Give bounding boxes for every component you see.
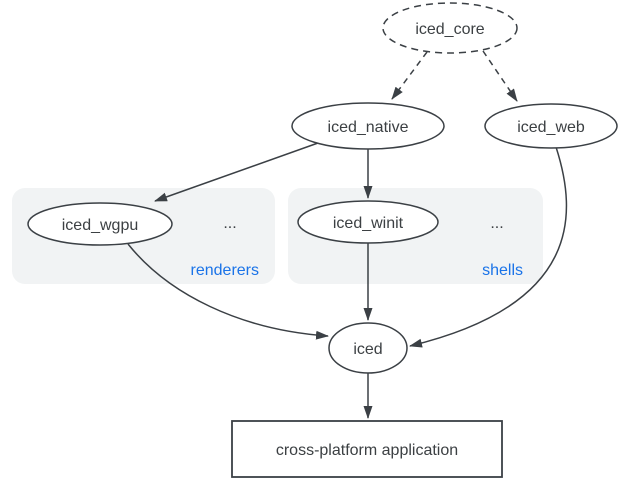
iced-ellipse bbox=[328, 322, 408, 374]
node-iced-native: iced_native bbox=[291, 102, 445, 150]
edge-iced-wgpu-to-iced bbox=[127, 243, 329, 340]
edge-iced-core-to-iced-web bbox=[482, 50, 518, 102]
iced-label: iced bbox=[353, 341, 382, 358]
renderers-cluster-label: renderers bbox=[191, 262, 259, 279]
node-iced-web: iced_web bbox=[484, 103, 618, 149]
application-rect bbox=[231, 420, 503, 478]
iced-web-label: iced_web bbox=[517, 119, 585, 136]
iced-wgpu-label: iced_wgpu bbox=[62, 217, 139, 234]
shells-ellipsis: ... bbox=[490, 215, 503, 232]
node-iced-wgpu: iced_wgpu bbox=[27, 202, 173, 246]
iced-web-ellipse bbox=[484, 103, 618, 149]
node-iced-winit: iced_winit bbox=[297, 200, 439, 244]
iced-wgpu-ellipse bbox=[27, 202, 173, 246]
shells-cluster-label: shells bbox=[482, 262, 523, 279]
iced-core-ellipse bbox=[382, 2, 518, 54]
application-label: cross-platform application bbox=[276, 442, 458, 459]
edges bbox=[127, 50, 568, 419]
iced-winit-ellipse bbox=[297, 200, 439, 244]
iced-core-label: iced_core bbox=[415, 21, 484, 38]
iced-native-ellipse bbox=[291, 102, 445, 150]
node-iced-core: iced_core bbox=[382, 2, 518, 54]
node-iced: iced bbox=[328, 322, 408, 374]
edge-iced-core-to-iced-native bbox=[391, 51, 428, 100]
edge-iced-web-to-iced bbox=[409, 146, 568, 348]
node-cross-platform-application: cross-platform application bbox=[231, 420, 503, 478]
renderers-ellipsis: ... bbox=[223, 215, 236, 232]
edge-iced-native-to-iced-wgpu bbox=[154, 142, 319, 202]
iced-winit-label: iced_winit bbox=[333, 215, 404, 232]
iced-native-label: iced_native bbox=[328, 119, 409, 136]
